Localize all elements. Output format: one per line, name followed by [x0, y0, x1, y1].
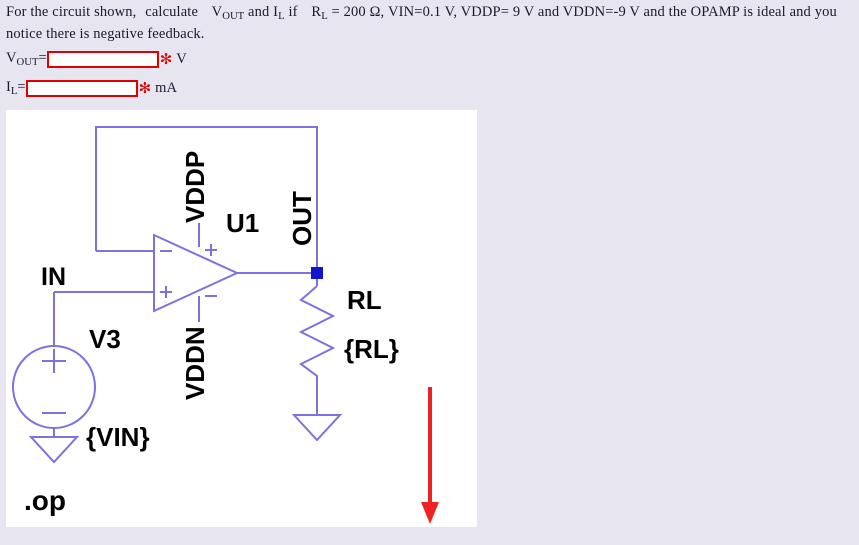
- vout-unit-label: V: [176, 50, 187, 67]
- prompt-part-5: = 200 Ω, VIN=0.1 V, VDDP= 9 V and VDDN=-…: [6, 4, 837, 42]
- current-direction-arrow: [421, 387, 439, 524]
- vout-label: VOUT=: [6, 50, 47, 68]
- label-rl-name: RL: [347, 285, 382, 315]
- label-in: IN: [41, 263, 66, 291]
- il-label-eq: =: [17, 79, 26, 95]
- prompt-part-3: and I: [244, 4, 279, 20]
- label-v3-value: {VIN}: [86, 422, 150, 452]
- junction-node-out: [311, 267, 323, 279]
- prompt-part-1: For the circuit shown,: [6, 4, 137, 20]
- voltage-source-polarity: [42, 349, 66, 414]
- vout-label-eq: =: [38, 50, 47, 66]
- label-rl-value: {RL}: [344, 334, 399, 364]
- vout-answer-input[interactable]: [46, 50, 159, 68]
- label-v3-name: V3: [89, 324, 121, 354]
- opamp-body-triangle: [153, 233, 240, 313]
- prompt-il-subscript: L: [278, 10, 285, 22]
- voltage-source-v3-body: [12, 345, 96, 429]
- il-unit-label: mA: [155, 79, 177, 96]
- ground-symbol-v3: [28, 436, 80, 464]
- label-out: OUT: [287, 191, 317, 246]
- label-vddn: VDDN: [180, 326, 210, 400]
- prompt-vout-subscript: OUT: [222, 10, 245, 22]
- label-op-directive: .op: [24, 485, 66, 516]
- prompt-rl-subscript: L: [321, 10, 328, 22]
- il-label-sub: L: [10, 85, 18, 97]
- answer-row-il: IL= ✻ mA: [6, 79, 177, 97]
- circuit-schematic-canvas: IN U1 VDDP VDDN OUT RL {RL} V3 {VIN} .op: [6, 110, 477, 527]
- label-u1: U1: [226, 208, 259, 238]
- wire-feedback: [95, 126, 318, 273]
- label-vddp: VDDP: [180, 151, 210, 223]
- vout-required-marker: ✻: [159, 49, 173, 68]
- answer-row-vout: VOUT= ✻ V: [6, 50, 187, 68]
- ground-symbol-rl: [291, 414, 343, 442]
- prompt-vout-symbol: V: [211, 4, 223, 20]
- vout-label-sub: OUT: [16, 56, 39, 68]
- il-label: IL=: [6, 79, 26, 97]
- question-prompt: For the circuit shown, calculate VOUT an…: [6, 2, 856, 44]
- il-required-marker: ✻: [138, 78, 152, 97]
- il-answer-input[interactable]: [25, 79, 138, 97]
- prompt-part-4: if: [284, 4, 298, 20]
- prompt-rl-symbol: R: [311, 4, 322, 20]
- schematic-wires: [53, 126, 318, 437]
- vout-label-main: V: [6, 50, 17, 66]
- opamp-polarity-marks: [160, 244, 217, 298]
- prompt-part-2: calculate: [145, 4, 199, 20]
- il-label-main: I: [6, 79, 11, 95]
- resistor-rl-symbol: [298, 285, 336, 388]
